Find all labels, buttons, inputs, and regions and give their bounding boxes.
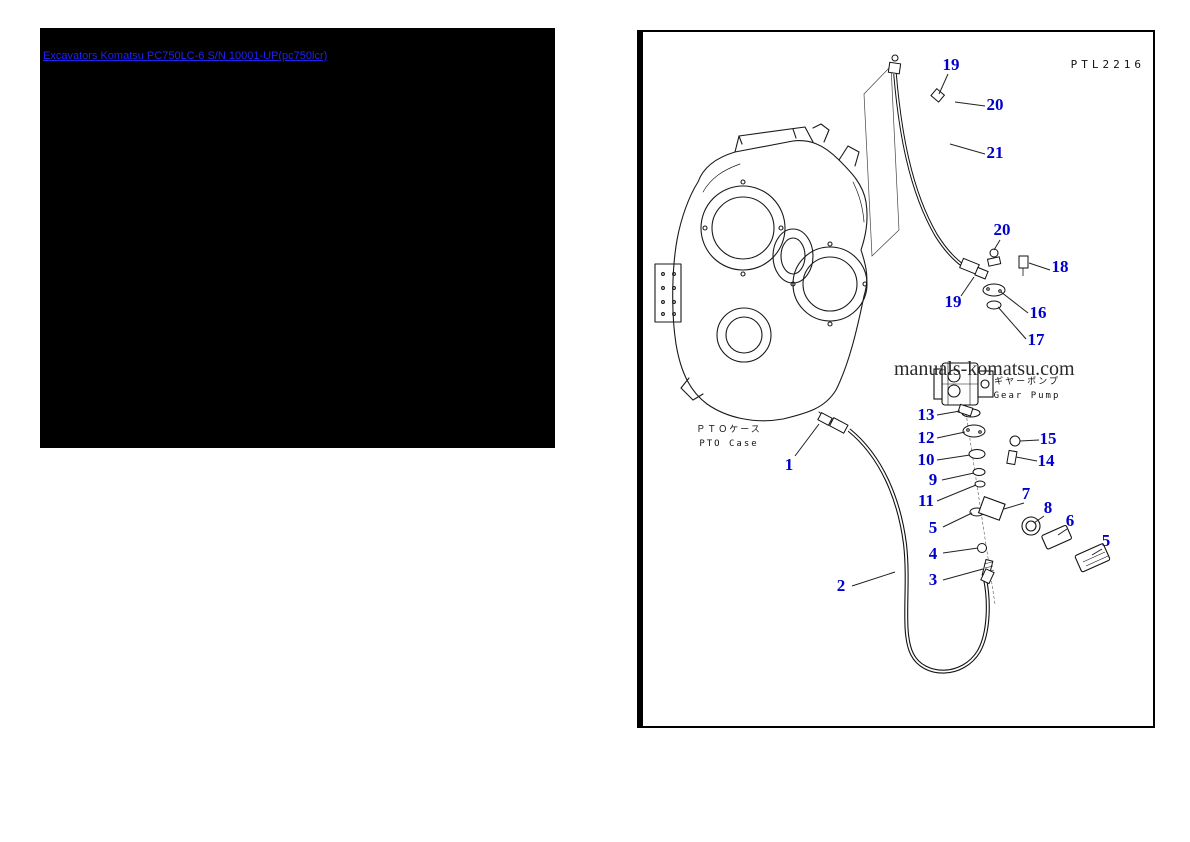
part-label-en: Gear Pump	[993, 390, 1061, 401]
leader-line	[954, 101, 986, 107]
leader-line	[997, 306, 1027, 340]
part-callout-15: 15	[1039, 429, 1057, 448]
leader-line	[942, 547, 979, 554]
part-callout-17: 17	[1027, 330, 1045, 349]
part-callout-20: 20	[986, 95, 1004, 114]
part-callout-21: 21	[986, 143, 1004, 162]
part-callout-9: 9	[928, 470, 938, 489]
part-callout-12: 12	[917, 428, 935, 447]
part-label-jp: ＰＴＯケース	[696, 425, 762, 435]
part-callout-19: 19	[942, 55, 960, 74]
part-callout-20: 20	[993, 220, 1011, 239]
sheet-code: PTL2216	[1070, 58, 1145, 71]
leader-line	[960, 276, 975, 297]
leader-line	[949, 143, 986, 155]
leader-line	[794, 423, 820, 457]
part-callout-18: 18	[1051, 257, 1069, 276]
part-callout-19: 19	[944, 292, 962, 311]
part-callout-1: 1	[784, 455, 794, 474]
leader-line	[1091, 548, 1103, 556]
leader-line	[936, 454, 971, 461]
leader-line	[1019, 439, 1040, 442]
part-callout-10: 10	[917, 450, 935, 469]
part-callout-14: 14	[1037, 451, 1055, 470]
leader-line	[936, 410, 961, 416]
leader-line	[942, 512, 973, 528]
part-callout-11: 11	[917, 491, 935, 510]
leader-line	[993, 239, 1001, 251]
blacked-out-panel: Excavators Komatsu PC750LC-6 S/N 10001-U…	[40, 28, 555, 448]
leader-line	[936, 431, 966, 439]
part-callout-16: 16	[1029, 303, 1047, 322]
leader-line	[1033, 515, 1045, 524]
part-callout-8: 8	[1043, 498, 1053, 517]
part-callout-5: 5	[928, 518, 938, 537]
leader-line	[942, 568, 984, 581]
leader-line	[1003, 502, 1025, 510]
part-label-pto-case: ＰＴＯケース PTO Case	[696, 424, 762, 451]
part-label-jp: ギヤーポンプ	[994, 377, 1060, 387]
leader-line	[936, 484, 977, 502]
leader-line	[1028, 262, 1051, 271]
part-callout-4: 4	[928, 544, 938, 563]
catalog-breadcrumb-link[interactable]: Excavators Komatsu PC750LC-6 S/N 10001-U…	[43, 50, 328, 62]
part-callout-6: 6	[1065, 511, 1075, 530]
watermark-text: manuals-komatsu.com	[894, 358, 1075, 380]
part-label-gear-pump: ギヤーポンプ Gear Pump	[994, 376, 1061, 403]
part-callout-3: 3	[928, 570, 938, 589]
part-callout-7: 7	[1021, 484, 1031, 503]
leader-line	[851, 571, 896, 587]
parts-diagram-art	[654, 54, 1111, 674]
leader-line	[1057, 528, 1068, 536]
part-label-en: PTO Case	[699, 438, 759, 449]
part-callout-5: 5	[1101, 531, 1111, 550]
leader-line	[938, 73, 949, 95]
part-callout-13: 13	[917, 405, 935, 424]
leader-line	[1000, 291, 1029, 314]
leader-lines-layer	[794, 73, 1103, 587]
leader-line	[1015, 456, 1038, 462]
part-callout-2: 2	[836, 576, 846, 595]
leader-line	[941, 472, 975, 481]
